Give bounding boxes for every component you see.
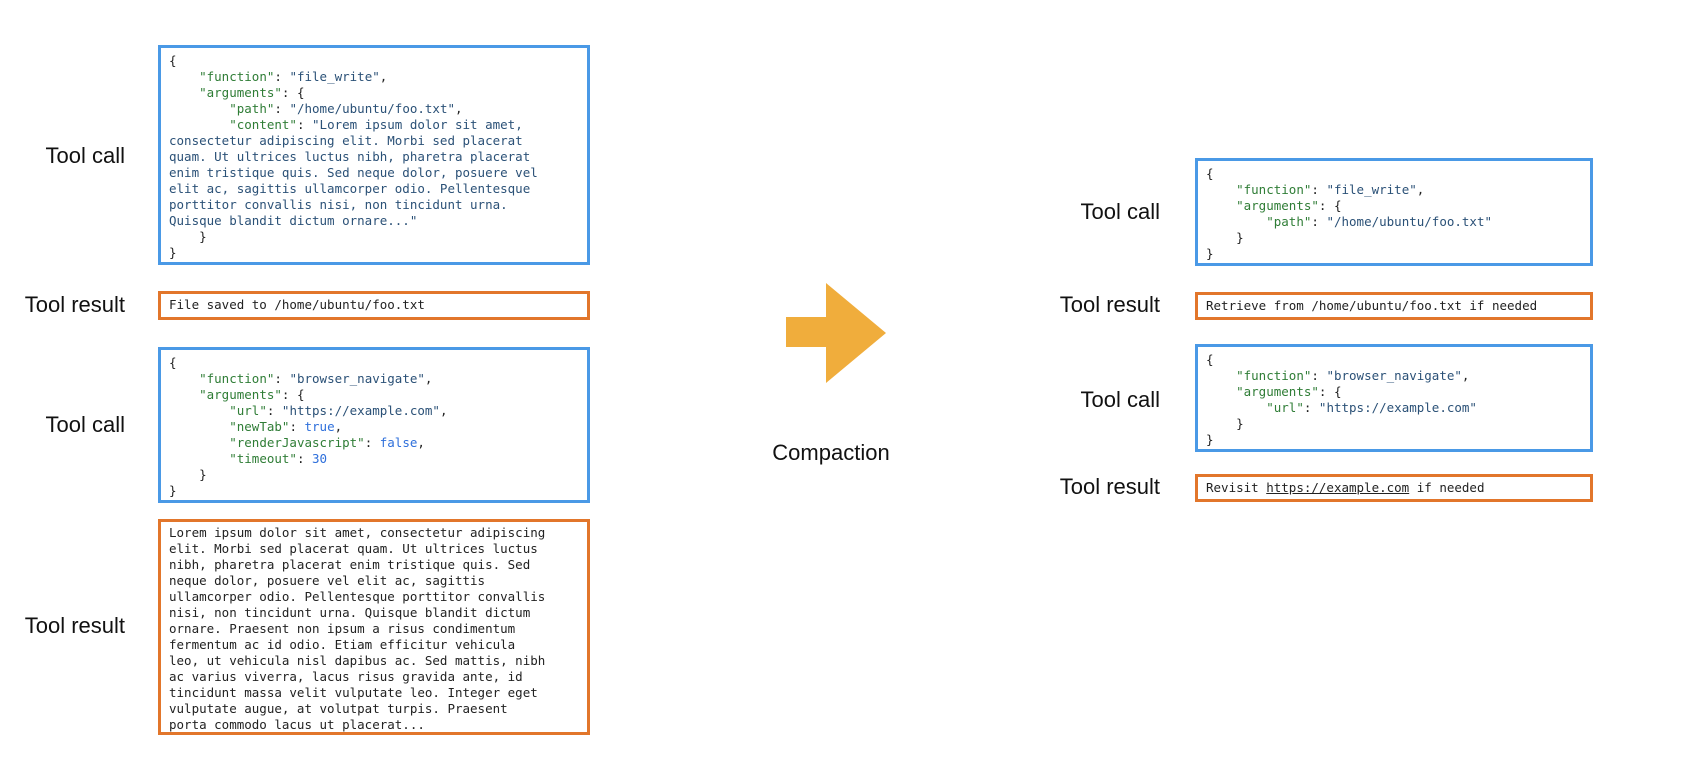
tool-call-json-block-full-2: { "function": "browser_navigate", "argum…	[158, 347, 590, 503]
tool-call-label: Tool call	[45, 143, 125, 168]
tool-call-json-block-full-1: { "function": "file_write", "arguments":…	[158, 45, 590, 265]
tool-call-label: Tool call	[1080, 199, 1160, 224]
tool-result-label: Tool result	[24, 292, 125, 317]
tool-result-label: Tool result	[1059, 474, 1160, 499]
tool-result-box-compact-2: Revisit https://example.com if needed	[1195, 474, 1593, 502]
tool-result-label: Tool result	[24, 613, 125, 638]
tool-call-label: Tool call	[1080, 387, 1160, 412]
tool-result-box-full-1: File saved to /home/ubuntu/foo.txt	[158, 291, 590, 320]
tool-call-json-block-compact-2: { "function": "browser_navigate", "argum…	[1195, 344, 1593, 452]
tool-call-label: Tool call	[45, 412, 125, 437]
tool-result-box-compact-1: Retrieve from /home/ubuntu/foo.txt if ne…	[1195, 292, 1593, 320]
compaction-caption: Compaction	[772, 440, 890, 465]
tool-result-label: Tool result	[1059, 292, 1160, 317]
compaction-arrow-icon	[786, 283, 886, 383]
tool-call-json-block-compact-1: { "function": "file_write", "arguments":…	[1195, 158, 1593, 266]
tool-result-box-full-2: Lorem ipsum dolor sit amet, consectetur …	[158, 519, 590, 735]
